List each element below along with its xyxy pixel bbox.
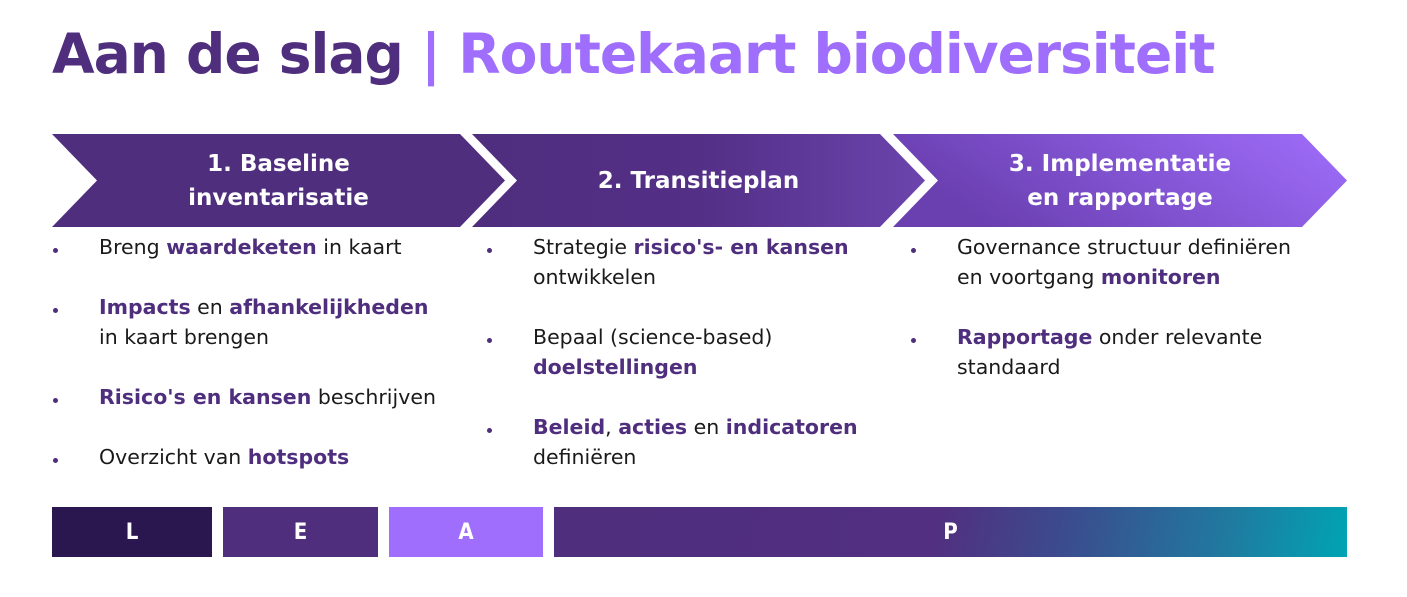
bullet-highlight: Beleid xyxy=(533,415,606,439)
bullet-highlight: Impacts xyxy=(99,295,191,319)
bullet-highlight: indicatoren xyxy=(725,415,858,439)
bullet-text: Breng xyxy=(99,235,167,259)
bullet-text: beschrijven xyxy=(311,385,436,409)
title-subtitle: Routekaart biodiversiteit xyxy=(458,22,1215,86)
bullet-item: Risico's en kansen beschrijven xyxy=(53,382,436,412)
leap-letter-e: E xyxy=(293,519,308,545)
leap-letter-p: P xyxy=(943,519,958,545)
bullet-text: in kaart xyxy=(316,235,402,259)
bullet-text: , xyxy=(605,415,619,439)
step-2-label-line1: 2. Transitieplan xyxy=(597,167,800,194)
page-title: Aan de slag | Routekaart biodiversiteit xyxy=(52,14,1215,94)
bullet-item: Strategie risico's- en kansen ontwikkelen xyxy=(487,232,858,292)
step-3-label-line2: en rapportage xyxy=(1027,184,1213,211)
bullet-dot-icon xyxy=(53,458,58,463)
title-separator: | xyxy=(421,22,441,86)
chevron-shapes xyxy=(52,134,1347,227)
bullet-item: Overzicht van hotspots xyxy=(53,442,436,472)
step-1-label: 1. Baseline inventarisatie xyxy=(97,134,460,227)
bullet-dot-icon xyxy=(911,248,916,253)
bullet-dot-icon xyxy=(53,248,58,253)
bullet-text: en xyxy=(190,295,230,319)
bullet-text: en voortgang xyxy=(957,265,1101,289)
bullet-dot-icon xyxy=(53,308,58,313)
bullet-text: Overzicht van xyxy=(99,445,248,469)
leap-block-e: E xyxy=(223,507,378,557)
bullet-dot-icon xyxy=(53,398,58,403)
bullet-item: Bepaal (science-based) doelstellingen xyxy=(487,322,858,382)
step-3-label-line1: 3. Implementatie xyxy=(1008,150,1232,177)
bullet-highlight: hotspots xyxy=(247,445,350,469)
bullet-text: Strategie xyxy=(533,235,634,259)
bullet-item: Impacts en afhankelijkheden in kaart bren… xyxy=(53,292,436,352)
leap-block-l: L xyxy=(52,507,212,557)
bullet-highlight: waardeketen xyxy=(166,235,317,259)
bullet-item: Breng waardeketen in kaart xyxy=(53,232,436,262)
bullet-highlight: doelstellingen xyxy=(533,355,698,379)
bullet-text: in kaart brengen xyxy=(99,325,270,349)
bullet-text: en xyxy=(687,415,726,439)
bullet-highlight: Rapportage xyxy=(957,325,1093,349)
step-1-label-line1: 1. Baseline xyxy=(207,150,350,177)
bullet-highlight: afhankelijkheden xyxy=(229,295,429,319)
step-2-bullets: Strategie risico's- en kansen ontwikkelen… xyxy=(487,232,858,502)
bullet-text: definiëren xyxy=(533,445,637,469)
bullet-dot-icon xyxy=(487,338,492,343)
leap-block-a: A xyxy=(389,507,543,557)
process-chevrons: 1. Baseline inventarisatie 2. Transitiep… xyxy=(0,134,1407,227)
step-3-bullets: Governance structuur definiëren en voortg… xyxy=(911,232,1291,412)
bullet-highlight: acties xyxy=(618,415,688,439)
leap-letter-a: A xyxy=(458,519,474,545)
chevron-step-2 xyxy=(472,134,925,227)
bullet-text: Bepaal (science-based) xyxy=(533,325,773,349)
bullet-dot-icon xyxy=(487,428,492,433)
step-3-label: 3. Implementatie en rapportage xyxy=(938,134,1302,227)
bullet-highlight: risico's- en kansen xyxy=(633,235,849,259)
bullet-text: Governance structuur definiëren xyxy=(957,235,1291,259)
title-main: Aan de slag xyxy=(52,22,404,86)
bullet-item: Rapportage onder relevante standaard xyxy=(911,322,1291,382)
bullet-highlight: Risico's en kansen xyxy=(99,385,312,409)
chevron-step-1 xyxy=(52,134,505,227)
bullet-dot-icon xyxy=(487,248,492,253)
bullet-dot-icon xyxy=(911,338,916,343)
step-1-label-line2: inventarisatie xyxy=(188,184,369,211)
leap-letter-l: L xyxy=(125,519,139,545)
leap-block-p: P xyxy=(554,507,1347,557)
bullet-text: ontwikkelen xyxy=(533,265,656,289)
bullet-text: standaard xyxy=(957,355,1061,379)
step-2-label: 2. Transitieplan xyxy=(517,134,880,227)
bullet-highlight: monitoren xyxy=(1100,265,1221,289)
bullet-item: Beleid, acties en indicatoren definiëren xyxy=(487,412,858,472)
chevron-step-3 xyxy=(893,134,1347,227)
bullet-text: onder relevante xyxy=(1092,325,1263,349)
bullet-item: Governance structuur definiëren en voortg… xyxy=(911,232,1291,292)
